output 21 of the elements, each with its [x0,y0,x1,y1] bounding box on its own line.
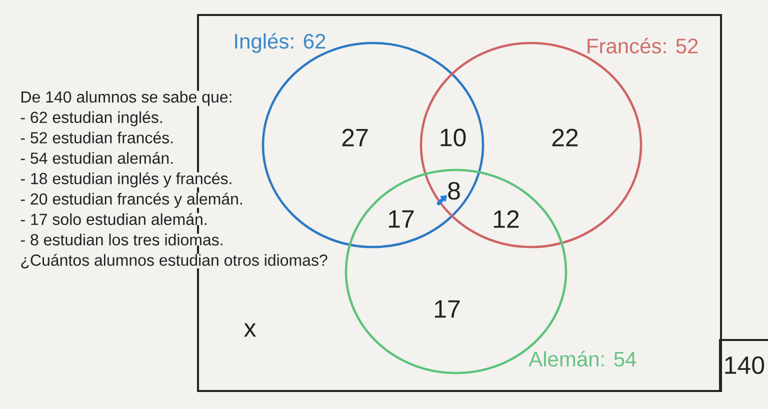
problem-text: - 17 solo estudian alemán. [20,213,208,226]
problem-text: De 140 alumnos se sabe que: [20,90,233,106]
region-count: x [244,323,256,337]
region-count: 17 [435,300,460,318]
region-count: 17 [389,210,414,228]
region-count: 22 [552,128,578,146]
problem-text: - 20 estudian francés y alemán. [20,192,244,208]
region-count: 10 [440,128,466,146]
region-count: 8 [448,182,460,200]
set-label: Inglés: 62 [235,33,326,53]
problem-text: - 62 estudian inglés. [20,111,164,126]
set-label: Alemán: 54 [528,350,636,367]
problem-text: - 54 estudian alemán. [20,152,174,164]
region-count: 12 [494,210,519,228]
problem-text: ¿Cuántos alumnos estudian otros idiomas? [20,254,328,268]
problem-text: - 18 estudian inglés y francés. [20,172,233,188]
total-box: 140 [719,339,768,390]
problem-text: - 52 estudian francés. [20,132,174,144]
region-count: 27 [342,128,368,146]
set-label: Francés: 52 [588,38,698,54]
problem-text: - 8 estudian los tres idiomas. [20,234,224,246]
